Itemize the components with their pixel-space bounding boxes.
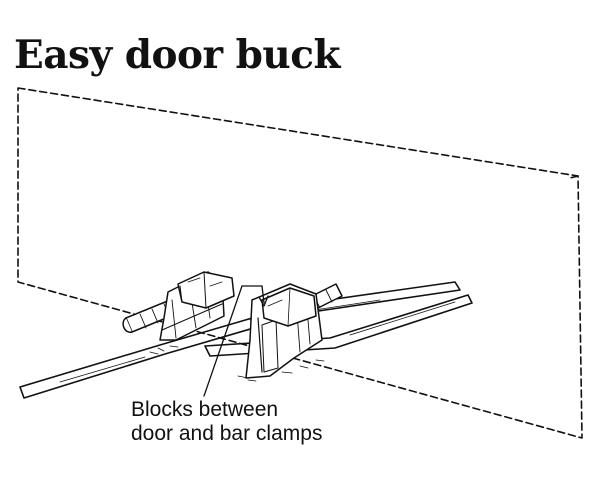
clamp-head-left [122,271,235,341]
callout-label: Blocks between door and bar clamps [131,398,322,446]
bar-clamp-far [19,281,461,399]
figure-title: Easy door buck [14,32,341,78]
shadow-hatching [149,345,325,382]
callout-line-2: door and bar clamps [131,422,323,445]
clamp-head-right [245,283,343,379]
callout-line-1: Blocks between [131,398,279,421]
bar-clamp-near [204,294,473,357]
door-outline [17,87,583,439]
callout-leader [203,285,269,397]
